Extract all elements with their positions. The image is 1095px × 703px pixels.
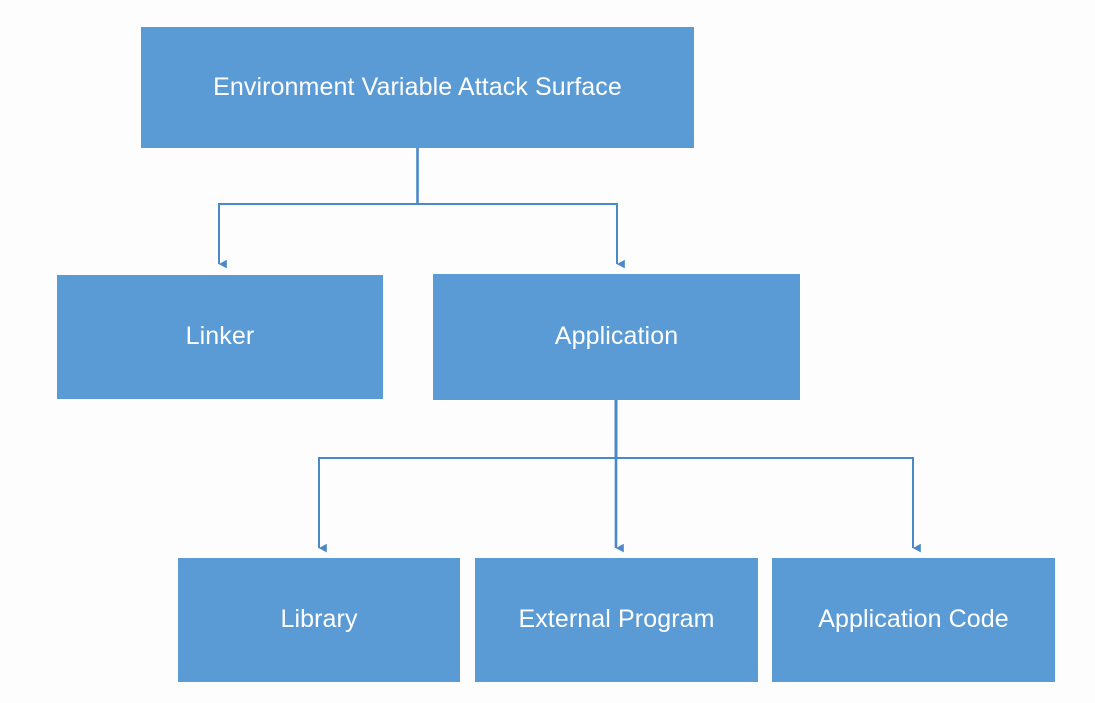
node-environment-variable-attack-surface[interactable]: Environment Variable Attack Surface: [141, 27, 694, 148]
node-external-program[interactable]: External Program: [475, 558, 758, 682]
node-label: Library: [280, 605, 358, 634]
edge-group-application: [318, 400, 921, 553]
node-library[interactable]: Library: [178, 558, 460, 682]
node-application-code[interactable]: Application Code: [772, 558, 1055, 682]
edge-group-root: [218, 148, 625, 269]
node-label: Linker: [185, 322, 255, 351]
node-label: Application: [554, 322, 679, 351]
node-linker[interactable]: Linker: [57, 275, 383, 399]
node-label: External Program: [518, 605, 715, 634]
node-label: Application Code: [818, 605, 1009, 634]
node-label: Environment Variable Attack Surface: [213, 72, 622, 101]
node-application[interactable]: Application: [433, 274, 800, 400]
